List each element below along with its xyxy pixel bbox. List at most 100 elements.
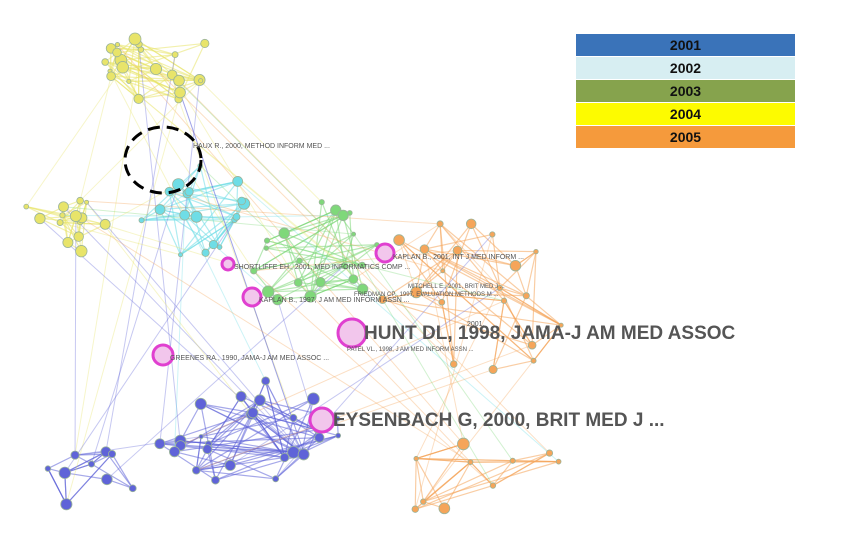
network-edge bbox=[533, 324, 562, 362]
network-node bbox=[58, 466, 71, 479]
network-edge bbox=[174, 215, 186, 452]
network-edge bbox=[492, 452, 550, 487]
network-edge bbox=[525, 251, 537, 296]
network-edge bbox=[219, 203, 245, 248]
network-edge bbox=[184, 214, 267, 382]
network-edge bbox=[229, 287, 501, 466]
network-edge bbox=[492, 300, 505, 370]
network-edge bbox=[169, 191, 443, 272]
network-node bbox=[106, 71, 116, 81]
network-edge bbox=[159, 79, 201, 444]
network-node bbox=[73, 231, 84, 242]
network-edge bbox=[267, 209, 337, 293]
key-citation-node bbox=[151, 343, 175, 367]
network-node bbox=[112, 47, 122, 58]
year-legend: 2001 2002 2003 2004 2005 bbox=[575, 33, 796, 149]
network-node bbox=[393, 234, 405, 246]
network-edge bbox=[188, 180, 238, 193]
network-nodes bbox=[23, 32, 564, 515]
network-edge bbox=[416, 457, 471, 463]
network-edge bbox=[74, 216, 77, 456]
network-edge bbox=[266, 240, 505, 302]
network-edge bbox=[283, 232, 363, 266]
network-edge bbox=[503, 300, 533, 346]
network-edge bbox=[353, 223, 441, 280]
network-edge bbox=[492, 360, 534, 371]
network-node bbox=[58, 201, 69, 213]
network-edge bbox=[134, 38, 201, 82]
legend-2003: 2003 bbox=[575, 79, 796, 103]
network-edge bbox=[109, 70, 383, 300]
network-node bbox=[44, 465, 52, 472]
network-edge bbox=[105, 451, 134, 489]
network-edge bbox=[138, 44, 182, 446]
network-edge bbox=[439, 223, 562, 326]
network-edge bbox=[310, 244, 378, 297]
network-edge bbox=[415, 291, 534, 362]
network-node bbox=[279, 452, 290, 463]
network-node bbox=[533, 248, 539, 255]
network-node bbox=[75, 245, 88, 258]
network-node bbox=[250, 267, 258, 275]
network-edge bbox=[159, 208, 197, 218]
network-edge bbox=[422, 443, 464, 502]
network-node bbox=[467, 459, 474, 466]
network-node bbox=[272, 293, 284, 306]
network-node bbox=[465, 218, 477, 230]
network-node bbox=[278, 227, 290, 239]
network-edge bbox=[283, 209, 337, 234]
network-edge bbox=[415, 458, 424, 502]
network-node bbox=[211, 475, 220, 485]
network-edge bbox=[104, 61, 130, 82]
network-edge bbox=[180, 445, 302, 454]
network-edge bbox=[321, 201, 354, 280]
network-node bbox=[184, 187, 194, 197]
network-edge bbox=[237, 181, 559, 463]
network-node bbox=[216, 244, 223, 250]
network-edge bbox=[414, 458, 417, 510]
network-node bbox=[138, 217, 145, 224]
key-citation-node bbox=[220, 256, 236, 272]
network-edge bbox=[442, 270, 533, 346]
network-edge bbox=[186, 192, 237, 218]
network-edge bbox=[382, 298, 562, 326]
network-node bbox=[545, 449, 554, 457]
network-edge bbox=[79, 76, 112, 201]
network-edge bbox=[174, 399, 261, 453]
network-node bbox=[449, 360, 458, 368]
network-node bbox=[410, 286, 423, 299]
network-node bbox=[126, 78, 132, 84]
network-edge bbox=[199, 165, 300, 262]
network-edge bbox=[439, 223, 501, 289]
network-edge bbox=[168, 191, 197, 218]
key-citation-node bbox=[336, 317, 368, 349]
network-node bbox=[232, 212, 241, 221]
network-edge bbox=[415, 287, 501, 459]
network-edge bbox=[200, 403, 253, 414]
network-edge bbox=[453, 250, 459, 365]
network-edge bbox=[457, 249, 516, 267]
legend-row: 2001 bbox=[575, 33, 796, 57]
network-edge bbox=[259, 399, 294, 419]
network-node bbox=[272, 475, 280, 483]
network-node bbox=[496, 284, 503, 291]
network-node bbox=[489, 482, 497, 489]
network-node bbox=[351, 231, 357, 237]
network-node bbox=[194, 397, 207, 410]
network-node bbox=[438, 502, 451, 515]
network-edge bbox=[423, 460, 513, 503]
network-node bbox=[438, 298, 446, 306]
network-node bbox=[179, 209, 191, 221]
network-edge bbox=[441, 302, 455, 365]
network-edge bbox=[415, 458, 445, 509]
network-edge bbox=[266, 247, 363, 266]
network-edge bbox=[47, 468, 67, 505]
network-node bbox=[314, 432, 325, 443]
network-edge bbox=[199, 165, 221, 248]
network-edge bbox=[275, 234, 493, 480]
network-node bbox=[304, 290, 317, 303]
network-edge bbox=[424, 248, 562, 326]
network-edge bbox=[174, 429, 318, 453]
network-edge bbox=[275, 437, 320, 480]
network-node bbox=[101, 473, 113, 486]
